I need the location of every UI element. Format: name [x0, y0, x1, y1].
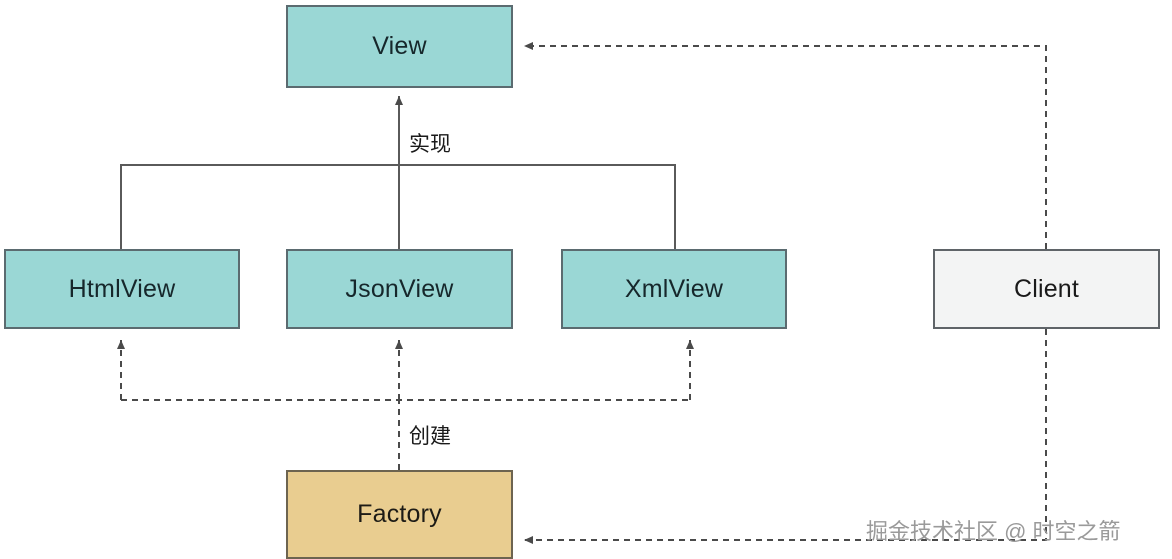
node-jsonview-label: JsonView	[345, 274, 454, 303]
watermark-text: 掘金技术社区 @ 时空之箭	[866, 519, 1121, 544]
node-jsonview[interactable]: JsonView	[286, 249, 513, 329]
node-client[interactable]: Client	[933, 249, 1160, 329]
client-view-arrow	[524, 42, 1047, 249]
edge-label-implements: 实现	[409, 133, 451, 156]
client-factory-arrow	[524, 329, 1047, 544]
node-factory-label: Factory	[357, 500, 442, 528]
node-xmlview-label: XmlView	[624, 274, 724, 303]
edge-client-view	[524, 42, 1047, 249]
node-client-label: Client	[1013, 274, 1080, 303]
edge-implements	[120, 96, 676, 249]
node-htmlview-label: HtmlView	[68, 274, 176, 303]
edge-label-creates: 创建	[409, 425, 451, 448]
node-view-label: View	[372, 32, 427, 60]
edge-creates	[117, 340, 694, 470]
node-factory[interactable]: Factory	[286, 470, 513, 559]
node-xmlview[interactable]: XmlView	[561, 249, 787, 329]
edge-client-factory	[524, 329, 1047, 544]
node-htmlview[interactable]: HtmlView	[4, 249, 240, 329]
node-view[interactable]: View	[286, 5, 513, 88]
